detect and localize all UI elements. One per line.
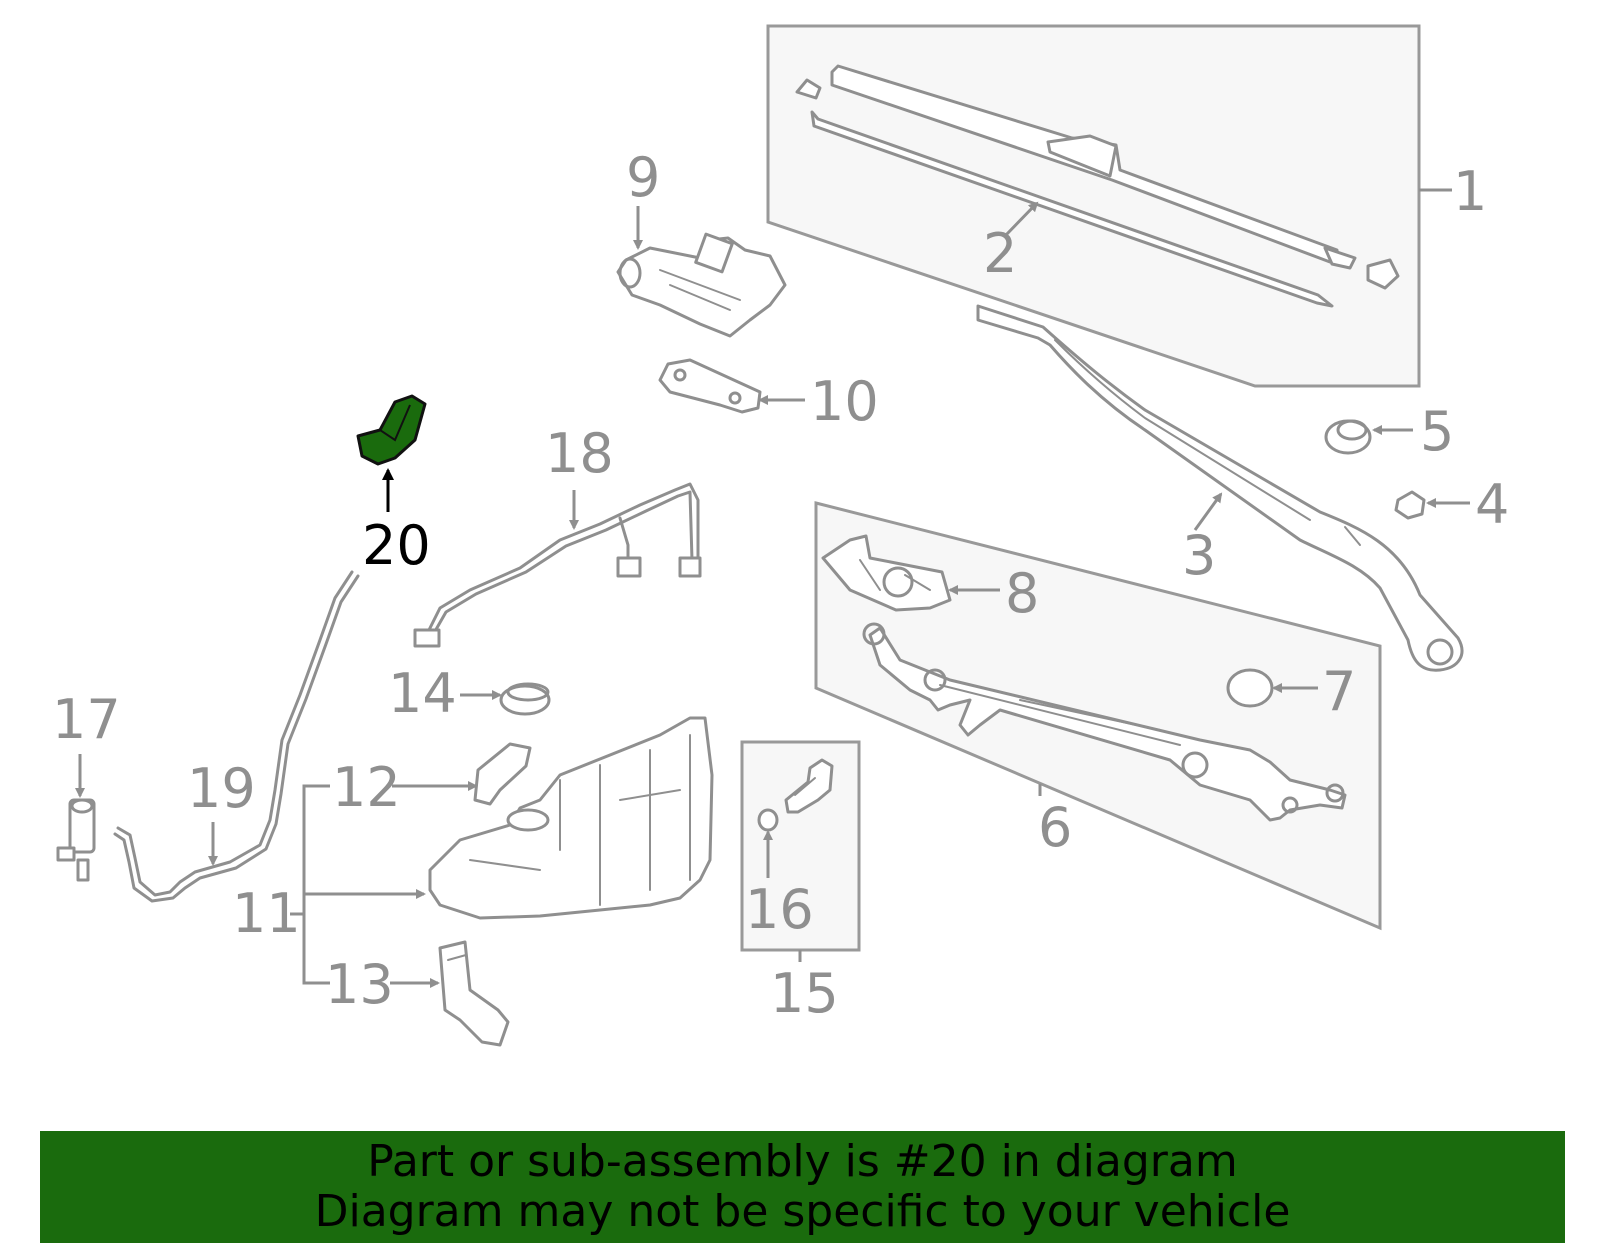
wiper-arm[interactable] (976, 304, 1464, 672)
leader-11-bracket (290, 784, 440, 988)
callout-16: 16 (745, 878, 814, 941)
banner-line-1: Part or sub-assembly is #20 in diagram (367, 1136, 1238, 1187)
callout-5: 5 (1420, 400, 1454, 463)
nozzle-panel (740, 740, 861, 962)
washer-reservoir[interactable] (428, 716, 714, 920)
callout-2: 2 (983, 222, 1017, 285)
washer-wire-harness[interactable] (413, 482, 702, 648)
leader-3 (1193, 492, 1223, 531)
seal-ring[interactable] (1226, 668, 1274, 708)
wiper-blade[interactable] (795, 64, 1400, 308)
washer-pump[interactable] (56, 798, 96, 882)
washer-nozzle[interactable] (784, 758, 834, 814)
washer-hose[interactable] (113, 570, 360, 903)
info-banner: Part or sub-assembly is #20 in diagram D… (40, 1131, 1565, 1243)
callout-19: 19 (187, 757, 256, 820)
callout-15: 15 (770, 962, 839, 1025)
motor-bracket[interactable] (658, 358, 762, 414)
callout-17: 17 (52, 688, 121, 751)
callout-10: 10 (810, 370, 879, 433)
callout-9: 9 (626, 146, 660, 209)
banner-background (40, 1131, 1565, 1243)
banner-line-2: Diagram may not be specific to your vehi… (314, 1186, 1291, 1237)
part-20-highlighted[interactable] (356, 394, 427, 466)
callout-20: 20 (362, 514, 431, 577)
leader-2 (1003, 201, 1039, 238)
filler-neck[interactable] (438, 940, 510, 1047)
clip[interactable] (473, 742, 532, 806)
cap[interactable] (1324, 419, 1372, 455)
callout-1: 1 (1453, 160, 1487, 223)
callout-8: 8 (1005, 562, 1039, 625)
wiper-motor[interactable] (616, 232, 787, 338)
callout-12: 12 (332, 756, 401, 819)
callout-4: 4 (1475, 473, 1509, 536)
nut[interactable] (1394, 490, 1426, 520)
callout-6: 6 (1038, 796, 1072, 859)
o-ring[interactable] (757, 808, 779, 832)
grommet[interactable] (499, 682, 551, 716)
callout-3: 3 (1182, 524, 1216, 587)
callout-18: 18 (545, 422, 614, 485)
wiper-linkage[interactable] (862, 622, 1347, 822)
linkage-bracket[interactable] (821, 534, 952, 612)
callout-7: 7 (1322, 660, 1356, 723)
callout-14: 14 (388, 662, 457, 725)
callout-11: 11 (232, 882, 301, 945)
callout-13: 13 (325, 953, 394, 1016)
